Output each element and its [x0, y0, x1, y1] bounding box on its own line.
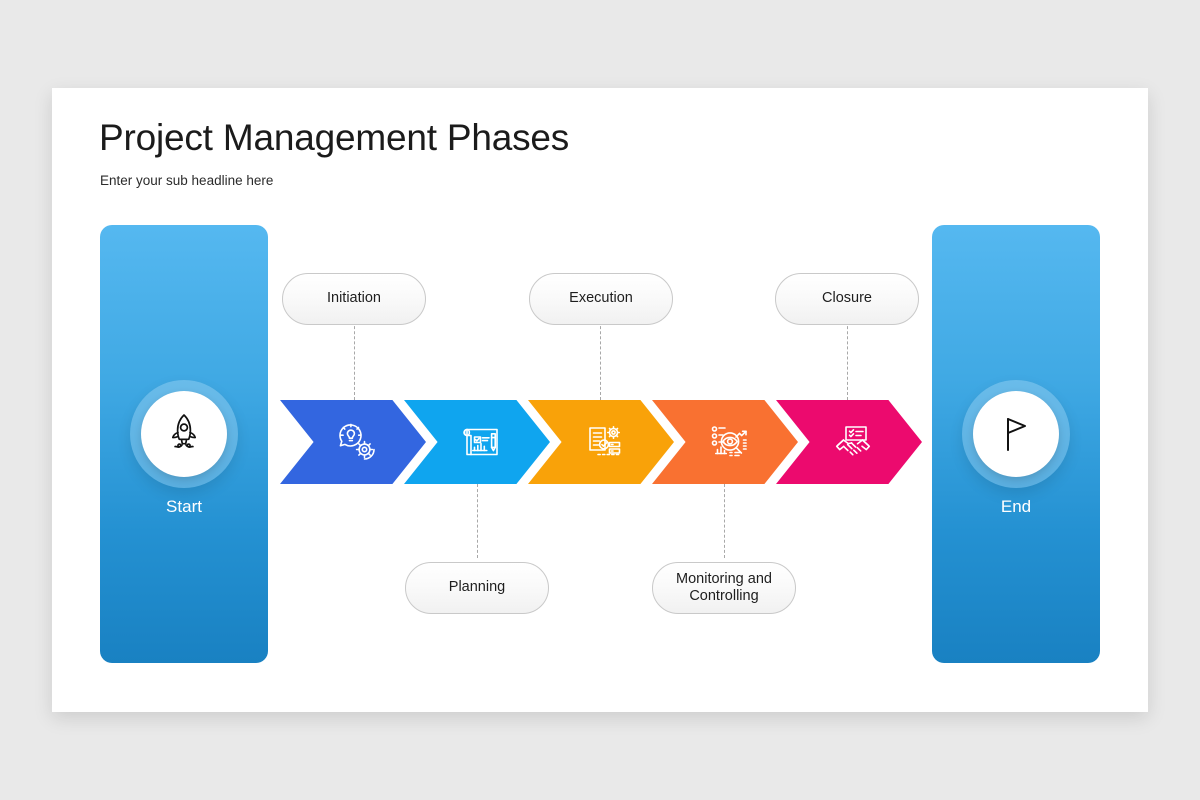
- phase-label-execution[interactable]: Execution: [529, 273, 673, 325]
- phase-chevron-initiation[interactable]: [280, 400, 426, 484]
- handshake-checklist-icon: [827, 416, 879, 468]
- connector-monitoring: [724, 484, 725, 558]
- connector-initiation: [354, 316, 355, 400]
- page-subtitle: Enter your sub headline here: [100, 173, 274, 188]
- phase-label-text: Monitoring and Controlling: [676, 570, 772, 604]
- phase-label-text: Closure: [822, 290, 872, 307]
- page-title: Project Management Phases: [99, 117, 570, 158]
- rocket-icon: [158, 408, 210, 460]
- end-icon-circle: [973, 391, 1059, 477]
- phase-label-text: Execution: [569, 290, 633, 307]
- flag-icon: [992, 410, 1040, 458]
- end-panel[interactable]: End: [932, 225, 1100, 663]
- connector-closure: [847, 316, 848, 400]
- start-icon-circle: [141, 391, 227, 477]
- idea-bubble-gear-icon: [331, 416, 383, 468]
- phase-label-monitoring[interactable]: Monitoring and Controlling: [652, 562, 796, 614]
- start-panel[interactable]: Start: [100, 225, 268, 663]
- phase-label-closure[interactable]: Closure: [775, 273, 919, 325]
- phase-label-planning[interactable]: Planning: [405, 562, 549, 614]
- phase-label-text: Initiation: [326, 290, 381, 307]
- eye-magnifier-chart-icon: [703, 416, 755, 468]
- end-panel-label: End: [1000, 497, 1032, 516]
- phase-label-text: Planning: [448, 579, 506, 596]
- document-gears-icon: [579, 416, 631, 468]
- slide-card: Project Management Phases Enter your sub…: [52, 88, 1148, 712]
- connector-execution: [600, 316, 601, 400]
- phase-chevron-row: [280, 400, 922, 484]
- blueprint-pencil-icon: [455, 416, 507, 468]
- connector-planning: [477, 484, 478, 558]
- phase-label-initiation[interactable]: Initiation: [282, 273, 426, 325]
- start-panel-label: Start: [166, 497, 202, 516]
